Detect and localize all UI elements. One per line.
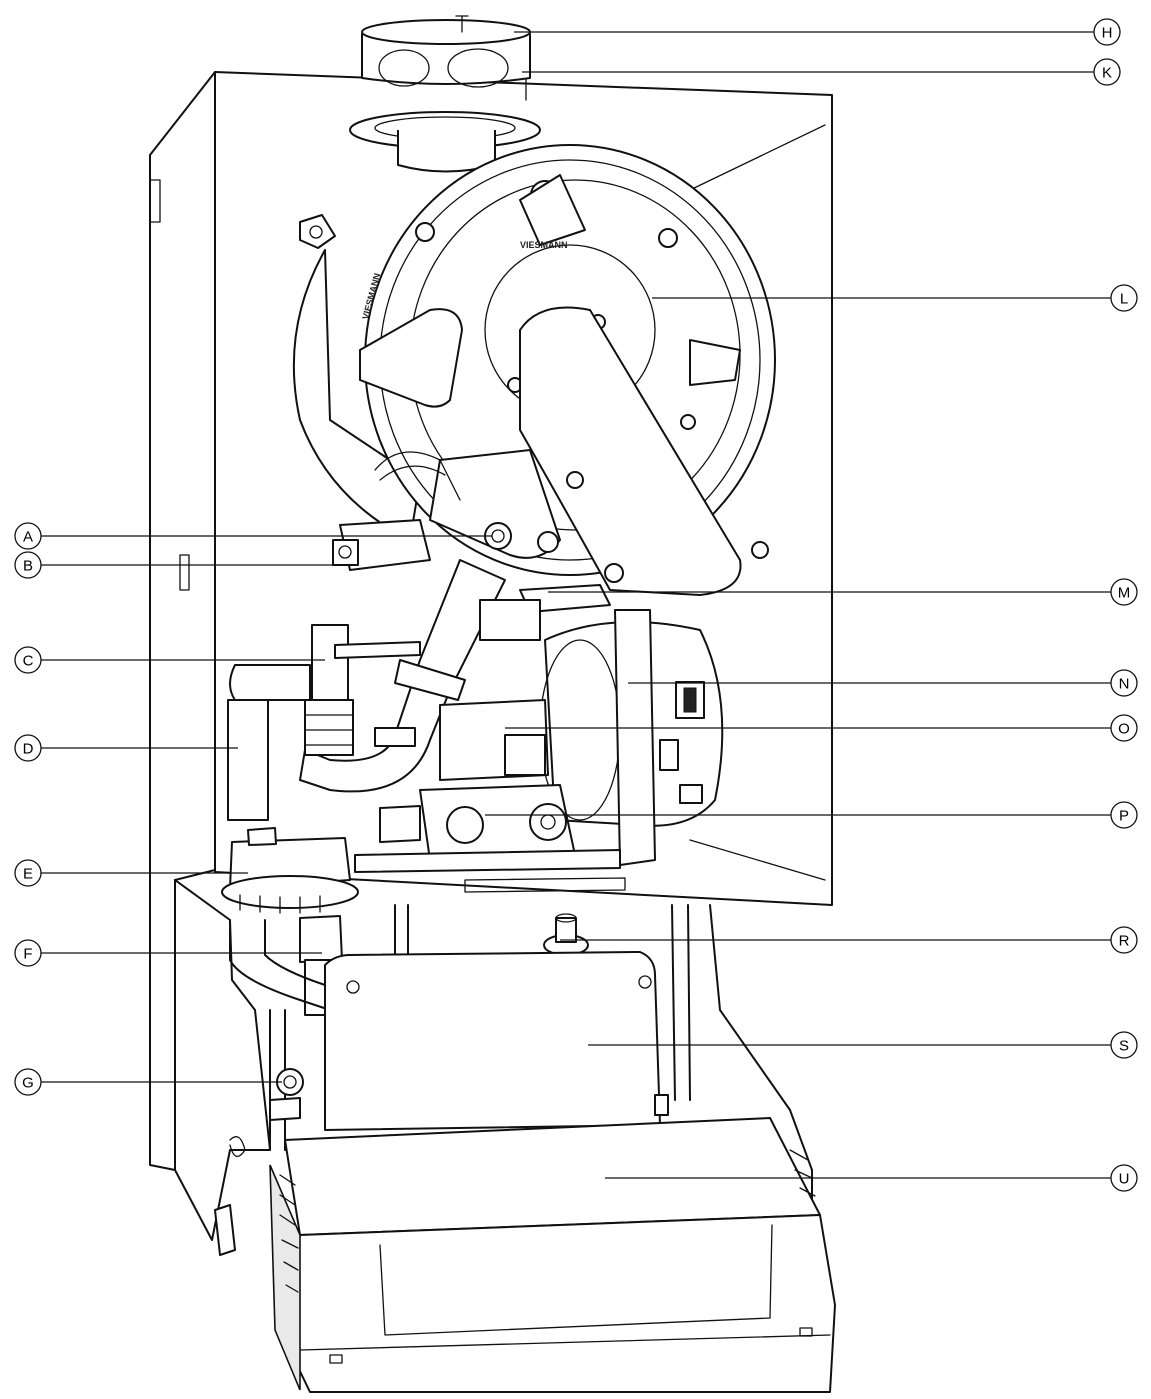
callout-label-k: K: [1102, 65, 1112, 82]
callout-circle-a: [14, 522, 42, 550]
callout-circle-f: [14, 939, 42, 967]
control-box: [324, 951, 669, 1131]
callout-label-r: R: [1119, 933, 1130, 950]
callout-label-l: L: [1120, 291, 1128, 308]
callout-label-d: D: [23, 741, 34, 758]
callout-circle-p: [1110, 801, 1138, 829]
flue-adapter: [349, 15, 541, 173]
callout-label-c: C: [23, 653, 34, 670]
callout-circle-l: [1110, 284, 1138, 312]
callout-circle-m: [1110, 578, 1138, 606]
callout-circle-r: [1110, 926, 1138, 954]
callout-circle-g: [14, 1068, 42, 1096]
electronics-cover: [269, 1117, 836, 1393]
callout-label-n: N: [1119, 676, 1130, 693]
callout-leaders: [41, 31, 1111, 1179]
callout-circle-s: [1110, 1031, 1138, 1059]
callout-label-b: B: [23, 558, 33, 575]
callout-circle-u: [1110, 1164, 1138, 1192]
callout-label-s: S: [1119, 1038, 1129, 1055]
callout-label-g: G: [22, 1075, 34, 1092]
callout-circle-e: [14, 859, 42, 887]
callout-label-f: F: [23, 946, 32, 963]
callout-circle-h: [1093, 18, 1121, 46]
callout-circle-n: [1110, 669, 1138, 697]
gas-valve: [374, 699, 576, 861]
callout-label-p: P: [1119, 808, 1129, 825]
callout-circle-d: [14, 734, 42, 762]
callout-label-o: O: [1118, 721, 1130, 738]
boiler-casing: [149, 71, 833, 1241]
callout-circle-k: [1093, 58, 1121, 86]
callout-label-u: U: [1119, 1171, 1130, 1188]
callout-circle-c: [14, 646, 42, 674]
callout-label-e: E: [23, 866, 33, 883]
callout-label-m: M: [1118, 585, 1131, 602]
burner-fan-housing: [429, 306, 769, 596]
fan-blower: [539, 609, 724, 866]
pressure-sensor: [221, 827, 626, 914]
callout-label-a: A: [23, 529, 33, 546]
ignition-module: [332, 451, 461, 571]
callout-label-h: H: [1102, 25, 1113, 42]
brand-mark-top: VIESMANN: [520, 240, 568, 250]
callout-markers: H K L AB M C N O D P E R F S G U: [14, 18, 1138, 1192]
callout-circle-o: [1110, 714, 1138, 742]
callout-circle-b: [14, 551, 42, 579]
